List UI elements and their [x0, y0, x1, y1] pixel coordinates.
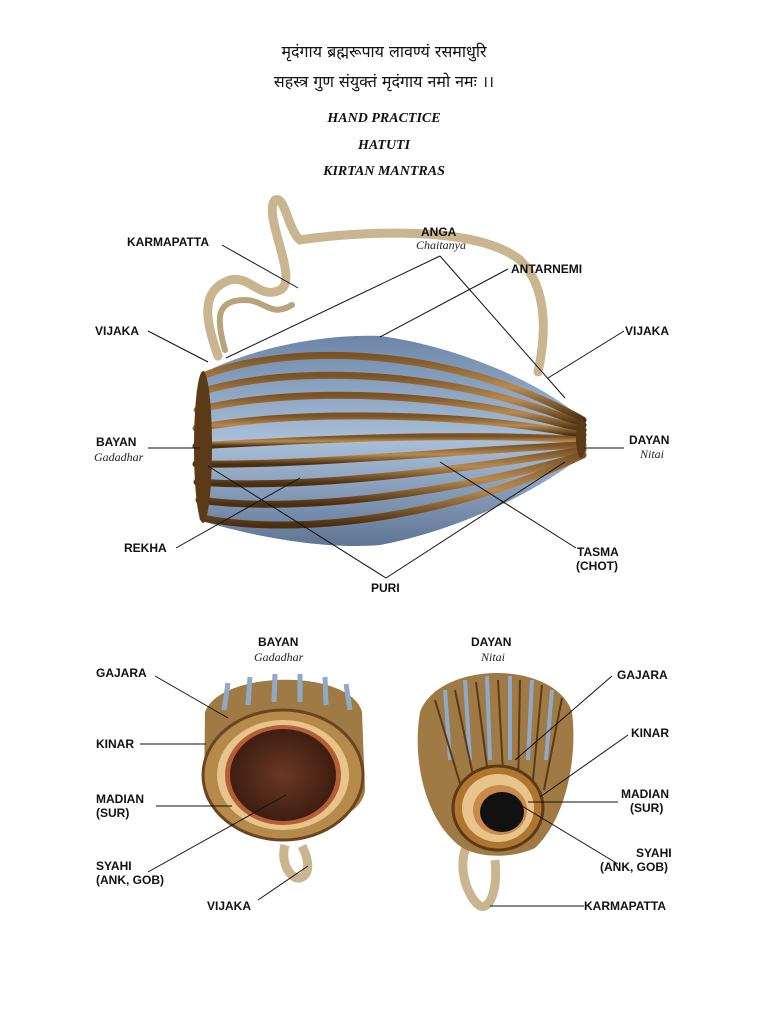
label-tasma-chot: (CHOT): [576, 559, 618, 573]
label-dayan: DAYAN: [629, 433, 669, 447]
dayan-end-title-sub: Nitai: [480, 650, 505, 664]
label-vijaka-left: VIJAKA: [95, 324, 139, 338]
dayan-karmapatta-strap: [458, 840, 501, 911]
bayan-vijaka-strap: [279, 843, 313, 883]
bayan-label-madian: MADIAN: [96, 792, 144, 806]
dayan-label-madian-sur: (SUR): [630, 801, 663, 815]
label-puri: PURI: [371, 581, 400, 595]
subtitle-hatuti: HATUTI: [357, 138, 411, 153]
label-vijaka-right: VIJAKA: [625, 324, 669, 338]
label-rekha: REKHA: [124, 541, 167, 555]
bayan-label-syahi-sub: (ANK, GOB): [96, 873, 164, 887]
bayan-end-view: [201, 673, 365, 883]
label-bayan: BAYAN: [96, 435, 136, 449]
bayan-label-gajara: GAJARA: [96, 666, 147, 680]
label-tasma: TASMA: [577, 545, 619, 559]
label-anga-sub: Chaitanya: [416, 238, 466, 252]
bayan-leader-lines: [140, 675, 309, 901]
label-dayan-sub: Nitai: [639, 447, 664, 461]
bayan-syahi: [230, 729, 336, 821]
bayan-label-madian-sur: (SUR): [96, 806, 129, 820]
dayan-label-syahi-sub: (ANK, GOB): [600, 860, 668, 874]
bayan-end-title: BAYAN: [258, 635, 298, 649]
dayan-label-syahi: SYAHI: [636, 846, 672, 860]
bayan-label-syahi: SYAHI: [96, 859, 132, 873]
side-view-drum: [192, 195, 587, 546]
label-antarnemi: ANTARNEMI: [511, 262, 582, 276]
subtitle-hand-practice: HAND PRACTICE: [327, 111, 441, 126]
sanskrit-verse-line1: मृदंगाय ब्रह्मरूपाय लावण्यं रसमाधुरि: [281, 42, 487, 61]
dayan-label-karmapatta: KARMAPATTA: [584, 899, 666, 913]
bayan-end-cap: [194, 371, 212, 523]
dayan-end-view: [417, 673, 574, 911]
karmapatta-strap: [203, 195, 548, 377]
label-bayan-sub: Gadadhar: [94, 450, 144, 464]
bayan-label-kinar: KINAR: [96, 737, 134, 751]
dayan-leader-lines: [490, 675, 629, 907]
dayan-syahi: [480, 792, 524, 832]
tasma-straps: [192, 351, 587, 529]
dayan-label-kinar: KINAR: [631, 726, 669, 740]
sanskrit-verse-line2: सहस्त्र गुण संयुक्तं मृदंगाय नमो नमः ।।: [273, 72, 495, 91]
label-anga: ANGA: [421, 225, 457, 239]
bayan-label-vijaka: VIJAKA: [207, 899, 251, 913]
subtitle-kirtan-mantras: KIRTAN MANTRAS: [323, 164, 445, 179]
side-view-leader-lines: [147, 244, 625, 579]
dayan-label-gajara: GAJARA: [617, 668, 668, 682]
dayan-end-cap: [576, 418, 586, 458]
bayan-end-title-sub: Gadadhar: [254, 650, 304, 664]
dayan-label-madian: MADIAN: [621, 787, 669, 801]
dayan-end-title: DAYAN: [471, 635, 511, 649]
label-karmapatta: KARMAPATTA: [127, 235, 209, 249]
